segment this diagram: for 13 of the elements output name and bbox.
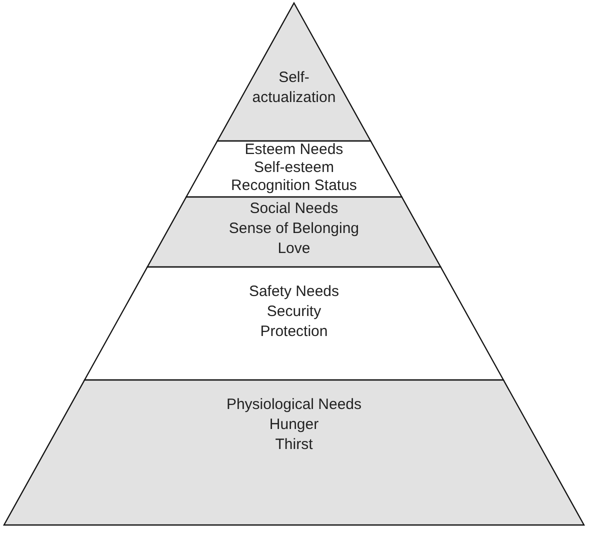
tier-item: Sense of Belonging <box>228 219 360 239</box>
tier-item: Thirst <box>275 435 313 455</box>
tier-heading: Esteem Needs <box>244 141 344 159</box>
tier-item: Hunger <box>269 415 319 435</box>
tier-heading: Safety Needs <box>248 282 340 302</box>
tier-heading: Self-actualization <box>251 68 337 108</box>
tier-item: Protection <box>260 322 328 342</box>
tier-item: Self-esteem <box>254 159 334 177</box>
tier-heading: Physiological Needs <box>226 395 362 415</box>
tier-heading: Social Needs <box>250 199 338 219</box>
tier-item: Recognition Status <box>231 177 357 195</box>
tier-item: Security <box>266 302 322 322</box>
tier-item: Love <box>278 239 310 259</box>
